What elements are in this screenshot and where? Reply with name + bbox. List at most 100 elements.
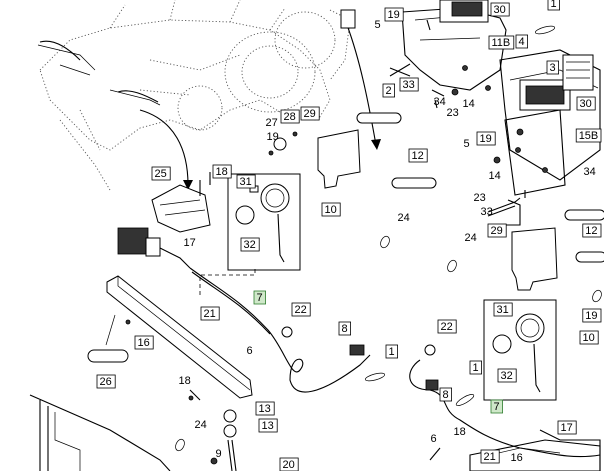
callout-text: 17: [184, 237, 196, 249]
callout-29: 29: [487, 223, 507, 238]
callout-27: 27: [266, 117, 278, 129]
part-29-plate: [317, 129, 361, 189]
callout-1: 1: [547, 0, 561, 11]
callout-12: 12: [408, 148, 428, 163]
callout-text: 12: [585, 225, 597, 237]
upper-right-bracket-assembly: [389, 0, 601, 226]
callout-32: 32: [240, 237, 260, 252]
callout-text: 4: [519, 36, 525, 48]
callout-18: 18: [179, 375, 191, 387]
callout-25: 25: [151, 166, 171, 181]
callout-30: 30: [490, 2, 510, 17]
callout-17: 17: [557, 420, 577, 435]
callout-30: 30: [576, 96, 596, 111]
callout-34: 34: [434, 96, 446, 108]
callout-14: 14: [489, 170, 501, 182]
callout-text: 18: [454, 426, 466, 438]
callout-text: 2: [386, 85, 392, 97]
callout-1: 1: [469, 360, 483, 375]
callout-text: 1: [551, 0, 557, 10]
callout-26: 26: [96, 374, 116, 389]
callout-text: 22: [295, 304, 307, 316]
callout-text: 24: [465, 232, 477, 244]
callout-text: 21: [484, 451, 496, 463]
callout-6: 6: [431, 433, 437, 445]
callout-text: 29: [304, 108, 316, 120]
callout-17: 17: [184, 237, 196, 249]
callout-21: 21: [480, 449, 500, 464]
callout-text: 25: [155, 168, 167, 180]
callout-19: 19: [582, 308, 602, 323]
callout-18: 18: [212, 164, 232, 179]
callout-12: 12: [582, 223, 602, 238]
callout-4: 4: [515, 34, 529, 49]
callout-13: 13: [255, 401, 275, 416]
callout-text: 34: [434, 96, 446, 108]
part-12-strip: [391, 177, 437, 189]
bottom-right-bracket: [469, 439, 601, 471]
callout-text: 6: [431, 433, 437, 445]
callout-text: 16: [138, 337, 150, 349]
callout-18: 18: [454, 426, 466, 438]
callout-text: 23: [474, 192, 486, 204]
callout-text: 17: [561, 422, 573, 434]
callout-10: 10: [579, 330, 599, 345]
callout-text: 13: [259, 403, 271, 415]
part-2-strip: [356, 112, 402, 124]
callout-text: 1: [389, 346, 395, 358]
callout-14: 14: [463, 98, 475, 110]
callout-text: 12: [412, 150, 424, 162]
callout-15B: 15B: [575, 128, 602, 143]
callout-text: 23: [447, 107, 459, 119]
part-26-tube: [87, 349, 129, 363]
callout-text: 20: [283, 459, 295, 471]
callout-text: 30: [494, 4, 506, 16]
callout-24: 24: [195, 419, 207, 431]
callout-8: 8: [439, 387, 453, 402]
callout-21: 21: [200, 306, 220, 321]
callout-6: 6: [247, 345, 253, 357]
harness-part-7-right: [409, 359, 601, 458]
callout-7: 7: [253, 290, 267, 305]
callout-11B: 11B: [488, 35, 515, 50]
callout-23: 23: [474, 192, 486, 204]
callout-24: 24: [465, 232, 477, 244]
callout-text: 14: [489, 170, 501, 182]
callout-text: 19: [585, 310, 597, 322]
callout-text: 21: [204, 308, 216, 320]
callout-text: 9: [216, 448, 222, 460]
callout-text: 32: [244, 239, 256, 251]
callout-text: 19: [267, 131, 279, 143]
callout-text: 27: [266, 117, 278, 129]
connector-part-17: [117, 227, 191, 269]
pointer-arrow-right: [346, 24, 377, 146]
callout-33: 33: [481, 206, 493, 218]
callout-text: 22: [441, 321, 453, 333]
callout-24: 24: [398, 212, 410, 224]
callout-10: 10: [321, 202, 341, 217]
callout-5: 5: [375, 19, 381, 31]
part-25-cover: [151, 184, 211, 233]
callout-text: 34: [584, 166, 596, 178]
callout-text: 24: [195, 419, 207, 431]
callout-text: 11B: [492, 37, 511, 49]
callout-text: 19: [480, 133, 492, 145]
callout-text: 18: [216, 166, 228, 178]
callout-text: 24: [398, 212, 410, 224]
callout-text: 5: [464, 138, 470, 150]
callout-5: 5: [464, 138, 470, 150]
callout-text: 13: [262, 420, 274, 432]
callout-13: 13: [258, 418, 278, 433]
callout-text: 31: [240, 176, 252, 188]
callout-text: 28: [284, 111, 296, 123]
callout-20: 20: [279, 457, 299, 471]
callout-3: 3: [546, 60, 560, 75]
callout-22: 22: [291, 302, 311, 317]
bottom-panel: [29, 394, 171, 471]
callout-1: 1: [385, 344, 399, 359]
callout-text: 33: [403, 79, 415, 91]
harness-part-7: [189, 267, 371, 393]
